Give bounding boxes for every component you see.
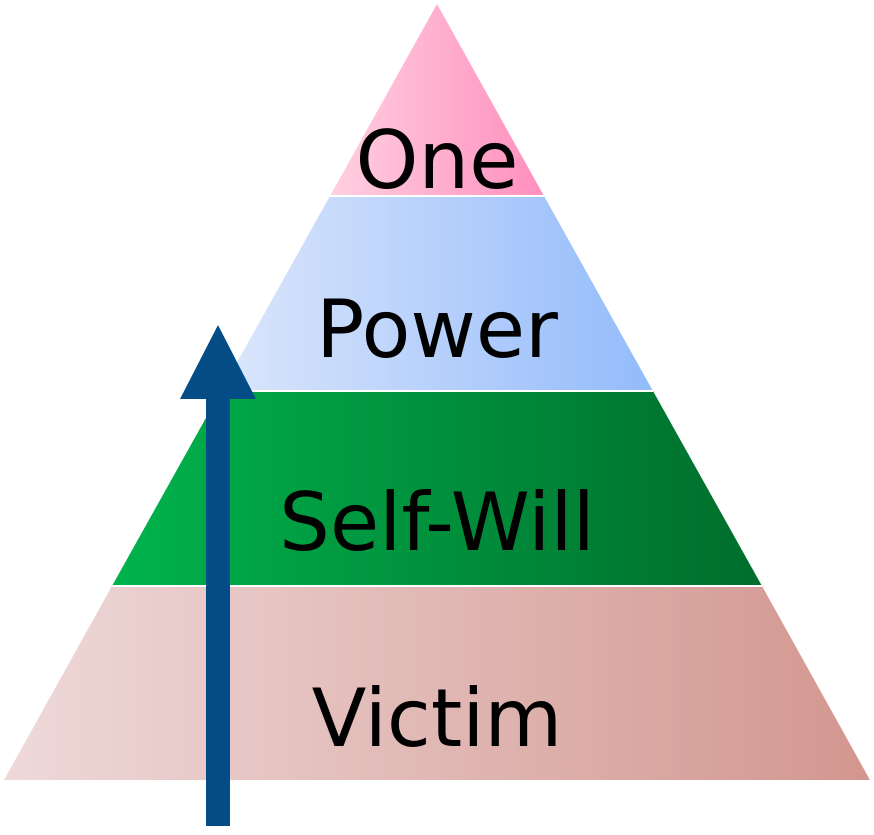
tier-self-will [112,391,762,586]
tier-self-will-label: Self-Will [279,476,595,569]
tier-one-label: One [356,114,519,207]
up-arrow-icon [180,325,256,826]
tier-power-label: Power [316,283,558,376]
tier-victim-label: Victim [312,672,563,765]
arrow-head [180,325,256,399]
tier-one [330,4,544,196]
arrow-shaft [206,396,230,826]
tier-power [221,196,653,391]
